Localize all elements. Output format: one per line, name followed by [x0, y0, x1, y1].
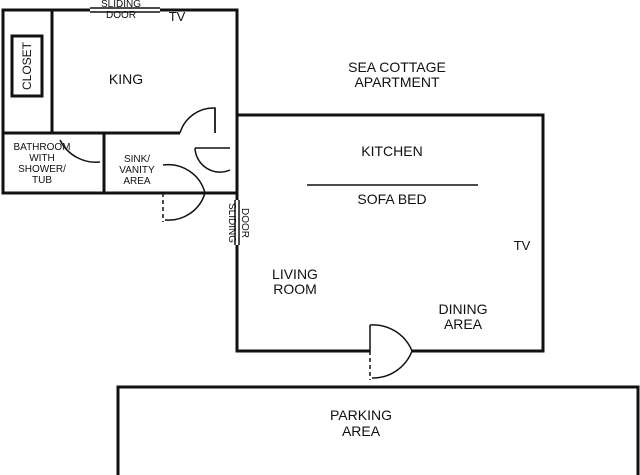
label-sink-1: SINK/	[124, 154, 150, 165]
label-sink-2: VANITY	[119, 165, 155, 176]
label-parking-1: PARKING	[330, 407, 392, 423]
label-tv-living: TV	[514, 238, 531, 253]
label-king: KING	[109, 71, 143, 87]
bedroom-door	[179, 107, 216, 134]
label-sofa-bed: SOFA BED	[357, 191, 426, 207]
label-living-2: ROOM	[273, 281, 317, 297]
label-tv-bedroom: TV	[169, 9, 186, 24]
label-dining-2: AREA	[444, 316, 483, 332]
bathroom-door	[59, 139, 101, 163]
label-title-2: APARTMENT	[354, 74, 439, 90]
label-title-1: SEA COTTAGE	[348, 59, 446, 75]
front-door	[369, 324, 413, 380]
label-sliding-door-side-2: DOOR	[239, 208, 250, 238]
label-bathroom-2: WITH	[29, 153, 55, 164]
label-living-1: LIVING	[272, 266, 318, 282]
label-dining-1: DINING	[439, 301, 488, 317]
label-parking-2: AREA	[342, 423, 381, 439]
sliding-door-side	[234, 200, 240, 245]
parking-outline	[116, 385, 640, 475]
label-kitchen: KITCHEN	[361, 143, 422, 159]
label-bathroom-3: SHOWER/	[18, 164, 66, 175]
label-sliding-door-top-2: DOOR	[106, 10, 136, 21]
wing-exterior-door	[162, 163, 206, 222]
label-sliding-door-top-1: SLIDING	[101, 0, 141, 10]
label-bathroom-4: TUB	[32, 175, 52, 186]
label-bathroom-1: BATHROOM	[13, 142, 70, 153]
sliding-door-top	[90, 7, 160, 13]
label-sliding-door-side-1: SLIDING	[226, 203, 237, 243]
label-closet: CLOSET	[20, 41, 34, 90]
label-sink-3: AREA	[123, 176, 151, 187]
hall-door	[194, 147, 231, 173]
